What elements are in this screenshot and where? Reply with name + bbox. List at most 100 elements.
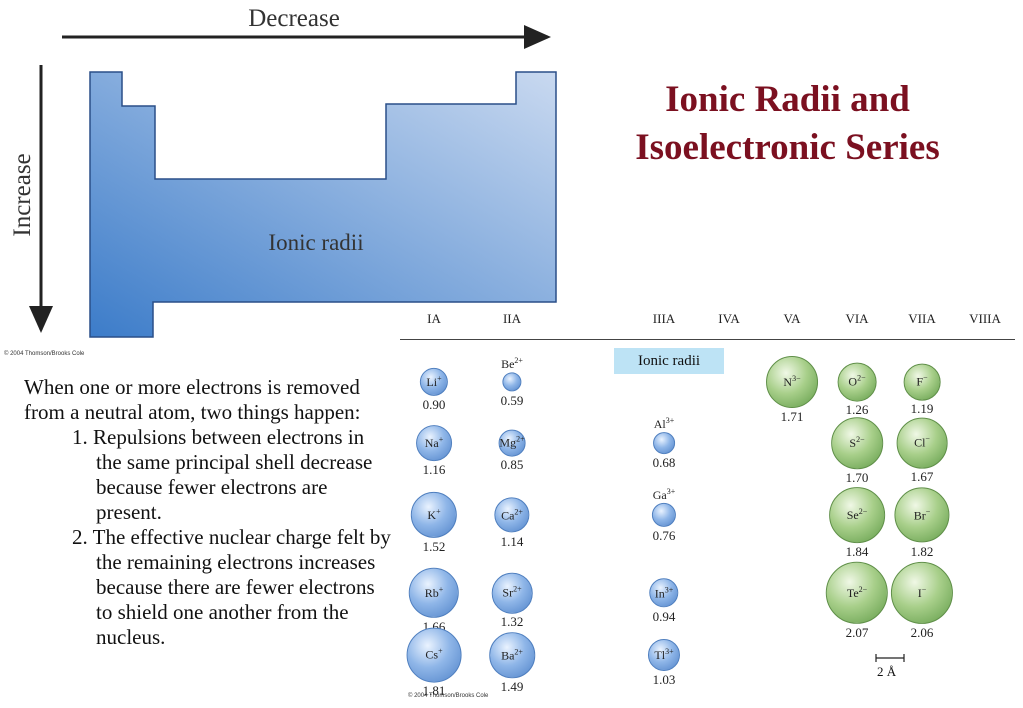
ion-charge: 2− bbox=[858, 585, 868, 594]
ion-radius-value: 1.70 bbox=[845, 469, 869, 485]
ion-radius-value: 0.85 bbox=[500, 457, 524, 473]
ion-charge: 2+ bbox=[514, 356, 523, 366]
ion-radius-value: 1.81 bbox=[422, 683, 446, 699]
ion-charge: − bbox=[921, 584, 927, 594]
ion-charge: − bbox=[925, 435, 930, 444]
ion-symbol: Tl3+ bbox=[654, 647, 674, 662]
ion-radius-value: 0.76 bbox=[652, 528, 676, 544]
ion-symbol: Al3+ bbox=[653, 416, 675, 432]
ion-symbol: Cs+ bbox=[425, 647, 443, 662]
group-header-va: VA bbox=[783, 311, 801, 326]
periodic-table-outline bbox=[89, 71, 557, 338]
ion-charge: + bbox=[438, 585, 444, 594]
ion-sphere-li: Li+ bbox=[419, 367, 449, 397]
ionic-radii-legend: Ionic radii bbox=[614, 348, 724, 374]
ion-symbol: Se2− bbox=[846, 507, 868, 522]
ion-charge: + bbox=[438, 647, 443, 656]
ion-symbol: Mg2+ bbox=[499, 435, 525, 450]
ion-sphere-ca: Ca2+ bbox=[494, 497, 530, 533]
ion-charge: 3+ bbox=[665, 416, 675, 426]
ion-sphere-i: I− bbox=[890, 561, 954, 625]
ion-sphere-cl: Cl− bbox=[896, 417, 948, 469]
ion-charge: 3+ bbox=[664, 585, 674, 594]
page-title: Ionic Radii and Isoelectronic Series bbox=[560, 76, 1015, 172]
ion-sphere-ga bbox=[651, 502, 677, 528]
ion-radius-value: 0.90 bbox=[422, 397, 446, 413]
ion-charge: + bbox=[436, 507, 441, 516]
ion-radius-value: 1.71 bbox=[780, 408, 804, 424]
explanation-point-1: 1. Repulsions between electrons in the s… bbox=[72, 425, 373, 524]
ion-sphere-se: Se2− bbox=[829, 487, 885, 543]
ion-sphere-in: In3+ bbox=[649, 578, 679, 608]
ion-charge: − bbox=[923, 373, 928, 383]
ion-sphere-sr: Sr2+ bbox=[491, 572, 533, 614]
ion-symbol: Rb+ bbox=[424, 585, 444, 600]
ion-sphere-te: Te2− bbox=[825, 561, 889, 625]
ion-label: Ga3+ bbox=[653, 487, 676, 503]
ion-symbol: Te2− bbox=[846, 585, 868, 600]
ion-symbol: S2− bbox=[849, 435, 865, 450]
ion-symbol: In3+ bbox=[654, 585, 674, 600]
ion-sphere-al bbox=[653, 432, 675, 454]
explanation-point-2: 2. The effective nuclear charge felt by … bbox=[72, 525, 391, 649]
ion-symbol: K+ bbox=[427, 507, 441, 522]
group-header-iva: IVA bbox=[718, 311, 740, 326]
copyright-bottom: © 2004 Thomson/Brooks Cole bbox=[408, 693, 489, 699]
ion-sphere-na: Na+ bbox=[416, 425, 452, 461]
ion-sphere-f: F− bbox=[903, 363, 941, 401]
ion-charge: 3− bbox=[792, 373, 801, 383]
ion-sphere-s: S2− bbox=[831, 417, 883, 469]
ion-charge: 2+ bbox=[514, 507, 523, 516]
ion-sphere-cs: Cs+ bbox=[406, 627, 462, 683]
ion-radius-value: 1.32 bbox=[500, 614, 524, 630]
ion-sphere-mg: Mg2+ bbox=[498, 429, 526, 457]
ion-sphere-tl: Tl3+ bbox=[647, 638, 681, 672]
ion-radius-value: 2.06 bbox=[910, 625, 934, 641]
ion-charge: + bbox=[438, 434, 444, 444]
ion-charge: 2+ bbox=[514, 647, 523, 656]
ion-charge: 3+ bbox=[665, 647, 674, 656]
ion-symbol: Ba2+ bbox=[501, 647, 523, 662]
ion-radius-value: 0.68 bbox=[652, 454, 676, 470]
explanation-intro: When one or more electrons is removed fr… bbox=[24, 375, 361, 424]
ion-symbol: I− bbox=[917, 584, 927, 600]
ion-sphere-rb: Rb+ bbox=[408, 567, 460, 619]
ion-radius-value: 0.59 bbox=[500, 392, 524, 408]
group-header-viia: VIIA bbox=[908, 311, 936, 326]
ionic-radii-trend-diagram: Decrease Increase Ionic radii bbox=[9, 5, 557, 338]
ion-charge: 2− bbox=[857, 374, 866, 383]
group-header-viiia: VIIIA bbox=[969, 311, 1001, 326]
ion-radius-value: 1.14 bbox=[500, 533, 524, 549]
ion-radius-value: 0.94 bbox=[652, 608, 676, 624]
ion-radius-value: 1.82 bbox=[910, 543, 934, 559]
ion-sphere-br: Br− bbox=[894, 487, 950, 543]
group-header-ia: IA bbox=[427, 311, 441, 326]
ion-symbol: Na+ bbox=[424, 434, 444, 450]
copyright-top: © 2004 Thomson/Brooks Cole bbox=[4, 351, 85, 357]
ion-symbol: Br− bbox=[913, 506, 931, 522]
ion-charge: 2+ bbox=[513, 585, 522, 594]
ion-sphere-be bbox=[502, 372, 522, 392]
ion-charge: 3+ bbox=[666, 486, 676, 496]
ion-charge: 2− bbox=[856, 435, 865, 444]
decrease-label: Decrease bbox=[248, 5, 340, 32]
ion-symbol: O2− bbox=[848, 374, 866, 389]
ion-radius-value: 1.16 bbox=[422, 461, 446, 477]
group-header-rule bbox=[400, 339, 1015, 340]
ion-radius-value: 1.52 bbox=[422, 539, 446, 555]
ion-radius-value: 1.26 bbox=[845, 402, 869, 418]
ion-symbol: F− bbox=[916, 373, 928, 389]
scale-bar bbox=[875, 654, 905, 662]
ion-symbol: Ca2+ bbox=[501, 507, 523, 522]
ion-sphere-ba: Ba2+ bbox=[489, 632, 535, 678]
ion-sphere-k: K+ bbox=[410, 491, 458, 539]
ion-symbol: Be2+ bbox=[501, 356, 523, 372]
group-header-via: VIA bbox=[845, 311, 869, 326]
scale-label: 2 Å bbox=[877, 664, 897, 679]
ion-radius-value: 1.49 bbox=[500, 678, 524, 694]
title-line-2: Isoelectronic Series bbox=[635, 127, 940, 168]
ion-charge: − bbox=[925, 506, 931, 516]
ion-charge: 2− bbox=[858, 507, 868, 516]
ion-symbol: Cl− bbox=[914, 435, 930, 450]
ion-charge: + bbox=[437, 373, 442, 383]
